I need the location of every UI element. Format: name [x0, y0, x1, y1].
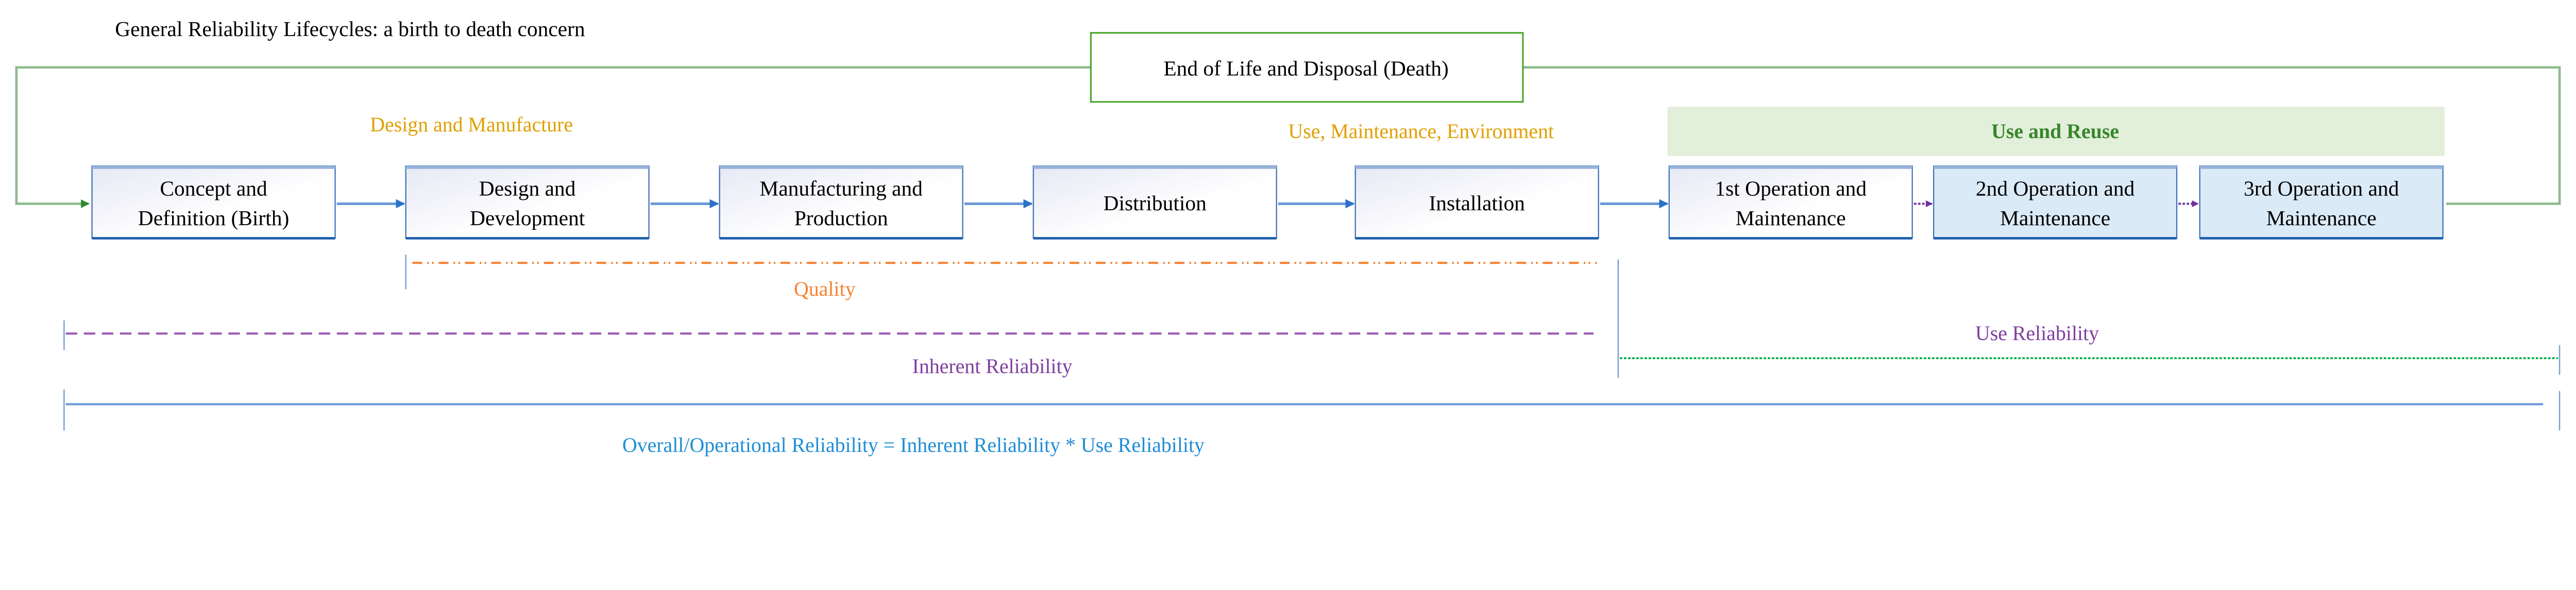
stage-label: Production — [794, 206, 888, 230]
stage-box — [719, 165, 963, 239]
quality-label: Quality — [794, 277, 856, 300]
stage-label: Development — [470, 206, 585, 230]
stage-label: Installation — [1429, 191, 1525, 215]
stage-label: Maintenance — [2000, 206, 2110, 230]
stage-box — [1933, 165, 2178, 239]
stage-box — [2199, 165, 2444, 239]
reliability-lifecycle-diagram: General Reliability Lifecycles: a birth … — [15, 17, 2561, 457]
return-connector — [1522, 66, 2561, 205]
stage-label: Design and — [479, 176, 576, 200]
stage-box — [1668, 165, 1913, 239]
diagram-title: General Reliability Lifecycles: a birth … — [115, 17, 585, 41]
stage-label: 1st Operation and — [1715, 176, 1867, 200]
end-of-life-label: End of Life and Disposal (Death) — [1163, 57, 1448, 81]
design-manufacture-label: Design and Manufacture — [370, 113, 573, 136]
end-of-life-box — [1090, 32, 1524, 103]
stage-label: Definition (Birth) — [138, 206, 289, 230]
stage-label: Distribution — [1104, 191, 1207, 215]
loop-connector — [15, 66, 1091, 208]
inherent-label: Inherent Reliability — [912, 355, 1073, 378]
stage-box — [1032, 165, 1277, 239]
stage-box — [405, 165, 650, 239]
use-maintenance-label: Use, Maintenance, Environment — [1288, 120, 1554, 143]
stage-label: Maintenance — [1736, 206, 1846, 230]
use-reuse-label: Use and Reuse — [1991, 120, 2119, 143]
stage-label: Manufacturing and — [759, 176, 923, 200]
overall-label: Overall/Operational Reliability = Inhere… — [622, 433, 1205, 457]
stage-label: Maintenance — [2266, 206, 2377, 230]
stage-label: Concept and — [160, 176, 267, 200]
use-reliability-label: Use Reliability — [1975, 322, 2099, 345]
stage-label: 3rd Operation and — [2244, 176, 2399, 200]
stage-box — [1354, 165, 1599, 239]
use-reuse-band — [1667, 107, 2445, 156]
stage-label: 2nd Operation and — [1976, 176, 2135, 200]
